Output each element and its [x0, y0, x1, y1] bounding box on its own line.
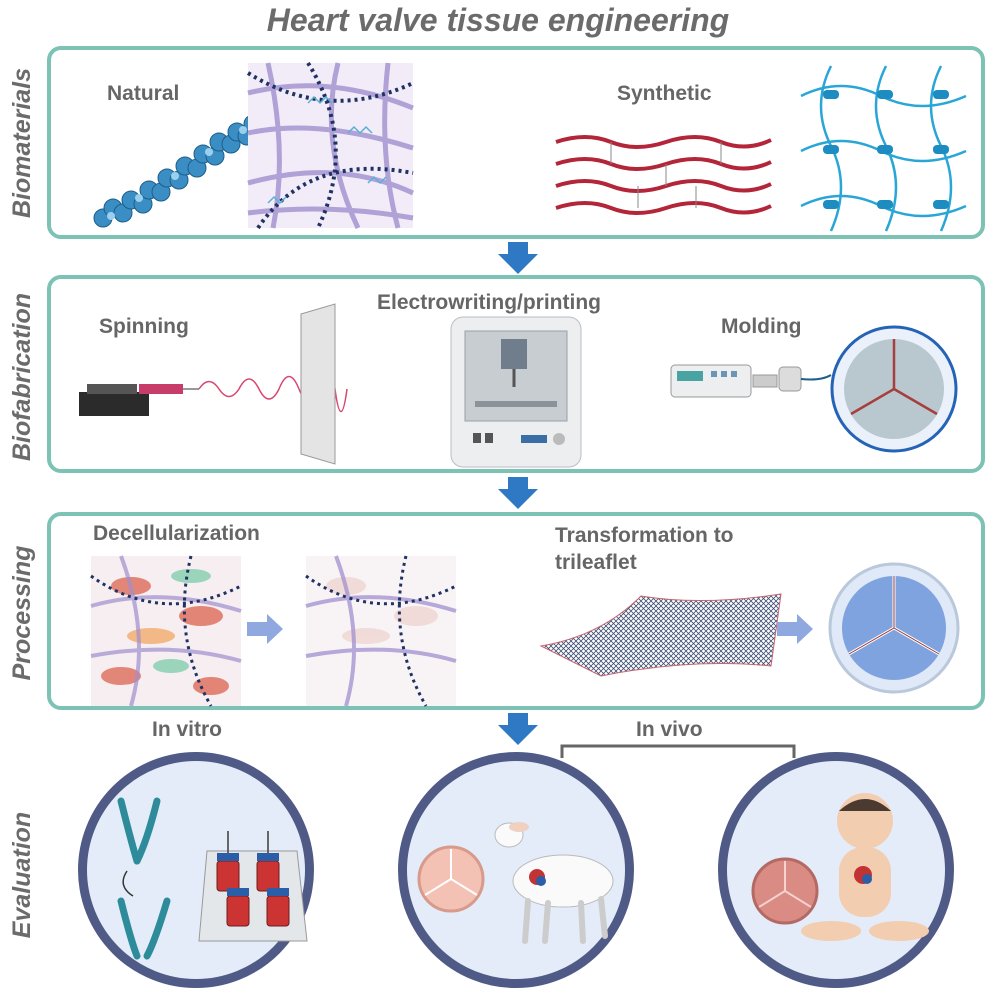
in-vivo-lamb-circle — [398, 752, 634, 988]
decellularized-tissue-image — [305, 555, 457, 707]
page-title: Heart valve tissue engineering — [266, 2, 730, 38]
process-arrow-icon — [777, 614, 813, 644]
bioreactor-image — [117, 797, 308, 960]
cellular-tissue-image — [90, 555, 242, 707]
molding-label: Molding — [721, 315, 802, 338]
synthetic-label: Synthetic — [617, 82, 712, 105]
in-vitro-circle — [78, 752, 314, 988]
scaffold-sheet-image — [539, 593, 782, 677]
hydrogel-network-image — [800, 65, 967, 232]
process-arrow-icon — [247, 614, 283, 644]
natural-fiber-network-image — [246, 61, 415, 230]
down-arrow-icon — [498, 242, 538, 274]
infant-model-image — [751, 793, 929, 941]
decellularization-label: Decellularization — [93, 522, 260, 545]
in-vivo-label: In vivo — [636, 718, 703, 741]
spinning-label: Spinning — [99, 315, 189, 338]
in-vivo-human-circle — [718, 752, 954, 988]
collagen-molecule-icon — [93, 114, 263, 228]
natural-label: Natural — [107, 82, 180, 105]
in-vivo-bracket — [560, 744, 796, 758]
processing-panel: Decellularization Transformation to tril… — [47, 512, 985, 710]
down-arrow-icon — [498, 713, 538, 745]
transformation-label: Transformation to trileaflet — [555, 524, 734, 574]
section-label-biomaterials: Biomaterials — [8, 67, 36, 219]
valve-mold-icon — [830, 325, 958, 453]
section-label-processing: Processing — [8, 545, 36, 681]
down-arrow-icon — [498, 477, 538, 509]
electrospinning-setup-image — [79, 303, 348, 465]
biofabrication-panel: Spinning Electrowriting/printing Molding — [47, 275, 985, 473]
trileaflet-valve-icon — [828, 562, 960, 694]
in-vitro-label: In vitro — [152, 718, 223, 741]
synthetic-polymer-chains-image — [555, 135, 772, 215]
section-label-evaluation: Evaluation — [8, 811, 36, 939]
section-label-biofabrication: Biofabrication — [8, 292, 36, 462]
biomaterials-panel: Natural Synthetic — [47, 46, 985, 239]
molding-pump-image — [670, 364, 832, 398]
lamb-model-image — [417, 822, 614, 944]
3d-printer-icon — [450, 316, 582, 468]
electrowriting-label: Electrowriting/printing — [377, 291, 601, 314]
